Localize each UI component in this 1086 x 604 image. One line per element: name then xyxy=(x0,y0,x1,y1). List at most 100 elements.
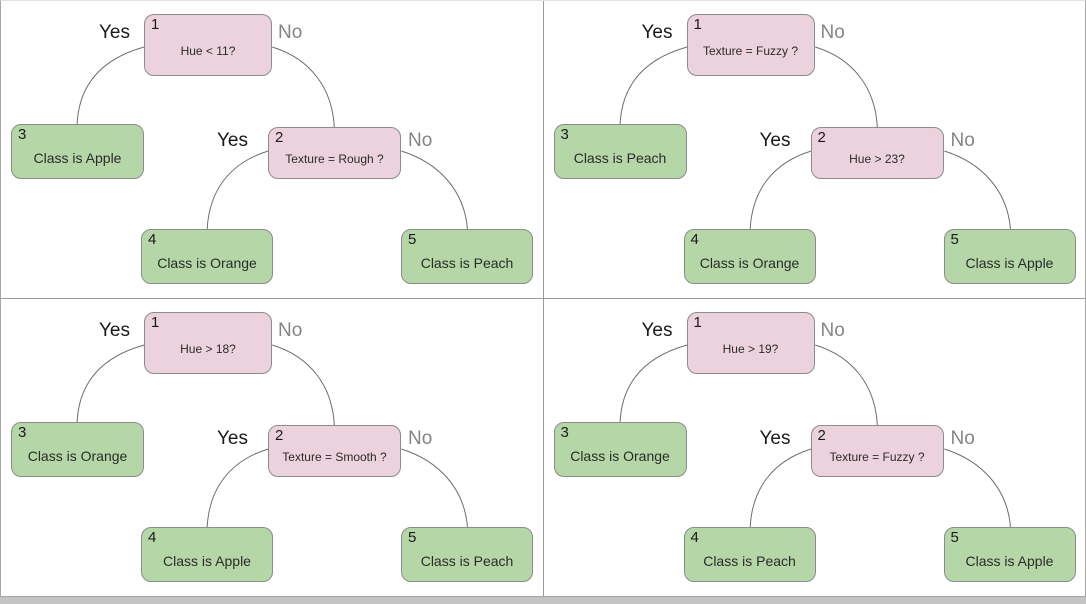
edge-yes-1-3 xyxy=(76,344,145,423)
decision-node-2: 2 Hue > 23? xyxy=(810,127,944,179)
node-number: 2 xyxy=(275,427,284,444)
node-number: 3 xyxy=(18,126,27,143)
node-label: Class is Peach xyxy=(420,254,514,271)
leaf-node-5: 5 Class is Peach xyxy=(401,229,533,284)
node-number: 5 xyxy=(408,231,417,248)
tree-edge-lines xyxy=(76,46,468,230)
node-label: Class is Orange xyxy=(570,447,670,464)
edge-label-yes: Yes xyxy=(217,130,248,151)
node-number: 3 xyxy=(18,424,27,441)
node-label: Class is Orange xyxy=(157,254,257,271)
edge-label-yes: Yes xyxy=(99,22,130,43)
decision-node-2: 2 Texture = Fuzzy ? xyxy=(810,425,944,477)
edge-label-yes: Yes xyxy=(759,130,791,151)
edge-label-no: No xyxy=(950,428,975,449)
node-label: Class is Peach xyxy=(420,552,514,569)
edge-yes-1-3 xyxy=(76,46,145,125)
edge-label-no: No xyxy=(408,130,433,151)
node-number: 2 xyxy=(275,129,284,146)
edge-yes-1-3 xyxy=(619,344,687,423)
decision-node-1: 1 Hue > 19? xyxy=(686,312,815,374)
edge-label-yes: Yes xyxy=(641,320,673,341)
edge-yes-2-4 xyxy=(206,448,269,528)
leaf-node-3: 3 Class is Peach xyxy=(553,124,687,179)
edge-no-1-2 xyxy=(272,46,335,128)
node-number: 5 xyxy=(950,231,959,248)
leaf-node-5: 5 Class is Peach xyxy=(401,527,533,582)
edge-label-no: No xyxy=(408,428,433,449)
leaf-node-3: 3 Class is Orange xyxy=(11,422,144,477)
edge-no-2-5 xyxy=(401,448,468,528)
node-number: 1 xyxy=(151,16,160,33)
leaf-node-4: 4 Class is Orange xyxy=(683,229,816,284)
node-number: 1 xyxy=(693,314,702,331)
node-number: 1 xyxy=(151,314,160,331)
tree-panel-top-left: Yes No Yes No 1 Hue < 11? 2 Texture = Ro… xyxy=(1,1,543,298)
leaf-node-4: 4 Class is Apple xyxy=(141,527,273,582)
node-label: Class is Peach xyxy=(703,552,796,569)
tree-panel-top-right: Yes No Yes No 1 Texture = Fuzzy ? 2 Hue … xyxy=(543,1,1085,298)
decision-node-1: 1 Hue < 11? xyxy=(144,14,272,76)
node-label: Hue > 18? xyxy=(180,342,236,356)
decision-node-1: 1 Hue > 18? xyxy=(144,312,272,374)
node-number: 3 xyxy=(560,424,569,441)
edge-label-yes: Yes xyxy=(641,22,673,43)
node-number: 4 xyxy=(690,529,699,546)
tree-edge-lines xyxy=(619,46,1011,230)
leaf-node-5: 5 Class is Apple xyxy=(943,229,1076,284)
node-label: Texture = Fuzzy ? xyxy=(702,44,799,58)
edge-no-2-5 xyxy=(943,448,1011,528)
edge-no-1-2 xyxy=(272,344,335,426)
leaf-node-5: 5 Class is Apple xyxy=(943,527,1076,582)
edge-yes-1-3 xyxy=(619,46,687,125)
node-label: Class is Orange xyxy=(27,447,128,464)
edge-label-yes: Yes xyxy=(99,320,130,341)
node-label: Texture = Smooth ? xyxy=(282,450,387,464)
node-label: Hue > 23? xyxy=(849,152,905,166)
edge-yes-2-4 xyxy=(749,150,811,230)
node-number: 2 xyxy=(817,427,826,444)
node-label: Class is Apple xyxy=(33,149,122,166)
tree-edge-lines xyxy=(619,344,1011,528)
leaf-node-3: 3 Class is Apple xyxy=(11,124,144,179)
tree-panel-bottom-right: Yes No Yes No 1 Hue > 19? 2 Texture = Fu… xyxy=(543,299,1085,596)
node-number: 4 xyxy=(148,231,157,248)
tree-edge-lines xyxy=(76,344,468,528)
edge-no-1-2 xyxy=(814,344,878,426)
edge-no-2-5 xyxy=(943,150,1011,230)
node-label: Class is Orange xyxy=(699,254,800,271)
edge-yes-2-4 xyxy=(206,150,269,230)
node-number: 5 xyxy=(408,529,417,546)
leaf-node-4: 4 Class is Peach xyxy=(683,527,816,582)
edge-no-2-5 xyxy=(401,150,468,230)
node-label: Texture = Rough ? xyxy=(285,152,384,166)
node-number: 4 xyxy=(690,231,699,248)
decision-node-2: 2 Texture = Smooth ? xyxy=(268,425,401,477)
edge-no-1-2 xyxy=(814,46,878,128)
node-label: Class is Peach xyxy=(573,149,667,166)
tree-panel-bottom-left: Yes No Yes No 1 Hue > 18? 2 Texture = Sm… xyxy=(1,299,543,596)
node-label: Hue < 11? xyxy=(180,44,236,58)
window-bottom-edge xyxy=(0,597,1086,604)
decision-node-1: 1 Texture = Fuzzy ? xyxy=(686,14,815,76)
node-number: 5 xyxy=(950,529,959,546)
edge-label-yes: Yes xyxy=(217,428,248,449)
node-number: 4 xyxy=(148,529,157,546)
edge-label-no: No xyxy=(278,320,303,341)
leaf-node-4: 4 Class is Orange xyxy=(141,229,273,284)
node-number: 3 xyxy=(560,126,569,143)
node-number: 1 xyxy=(693,16,702,33)
edge-label-no: No xyxy=(820,22,845,43)
edge-label-no: No xyxy=(820,320,845,341)
leaf-node-3: 3 Class is Orange xyxy=(553,422,687,477)
edge-yes-2-4 xyxy=(749,448,811,528)
decision-node-2: 2 Texture = Rough ? xyxy=(268,127,401,179)
node-label: Class is Apple xyxy=(965,254,1054,271)
node-label: Class is Apple xyxy=(965,552,1054,569)
node-number: 2 xyxy=(817,129,826,146)
edge-label-yes: Yes xyxy=(759,428,791,449)
node-label: Class is Apple xyxy=(163,552,251,569)
node-label: Hue > 19? xyxy=(722,342,779,356)
edge-label-no: No xyxy=(950,130,975,151)
